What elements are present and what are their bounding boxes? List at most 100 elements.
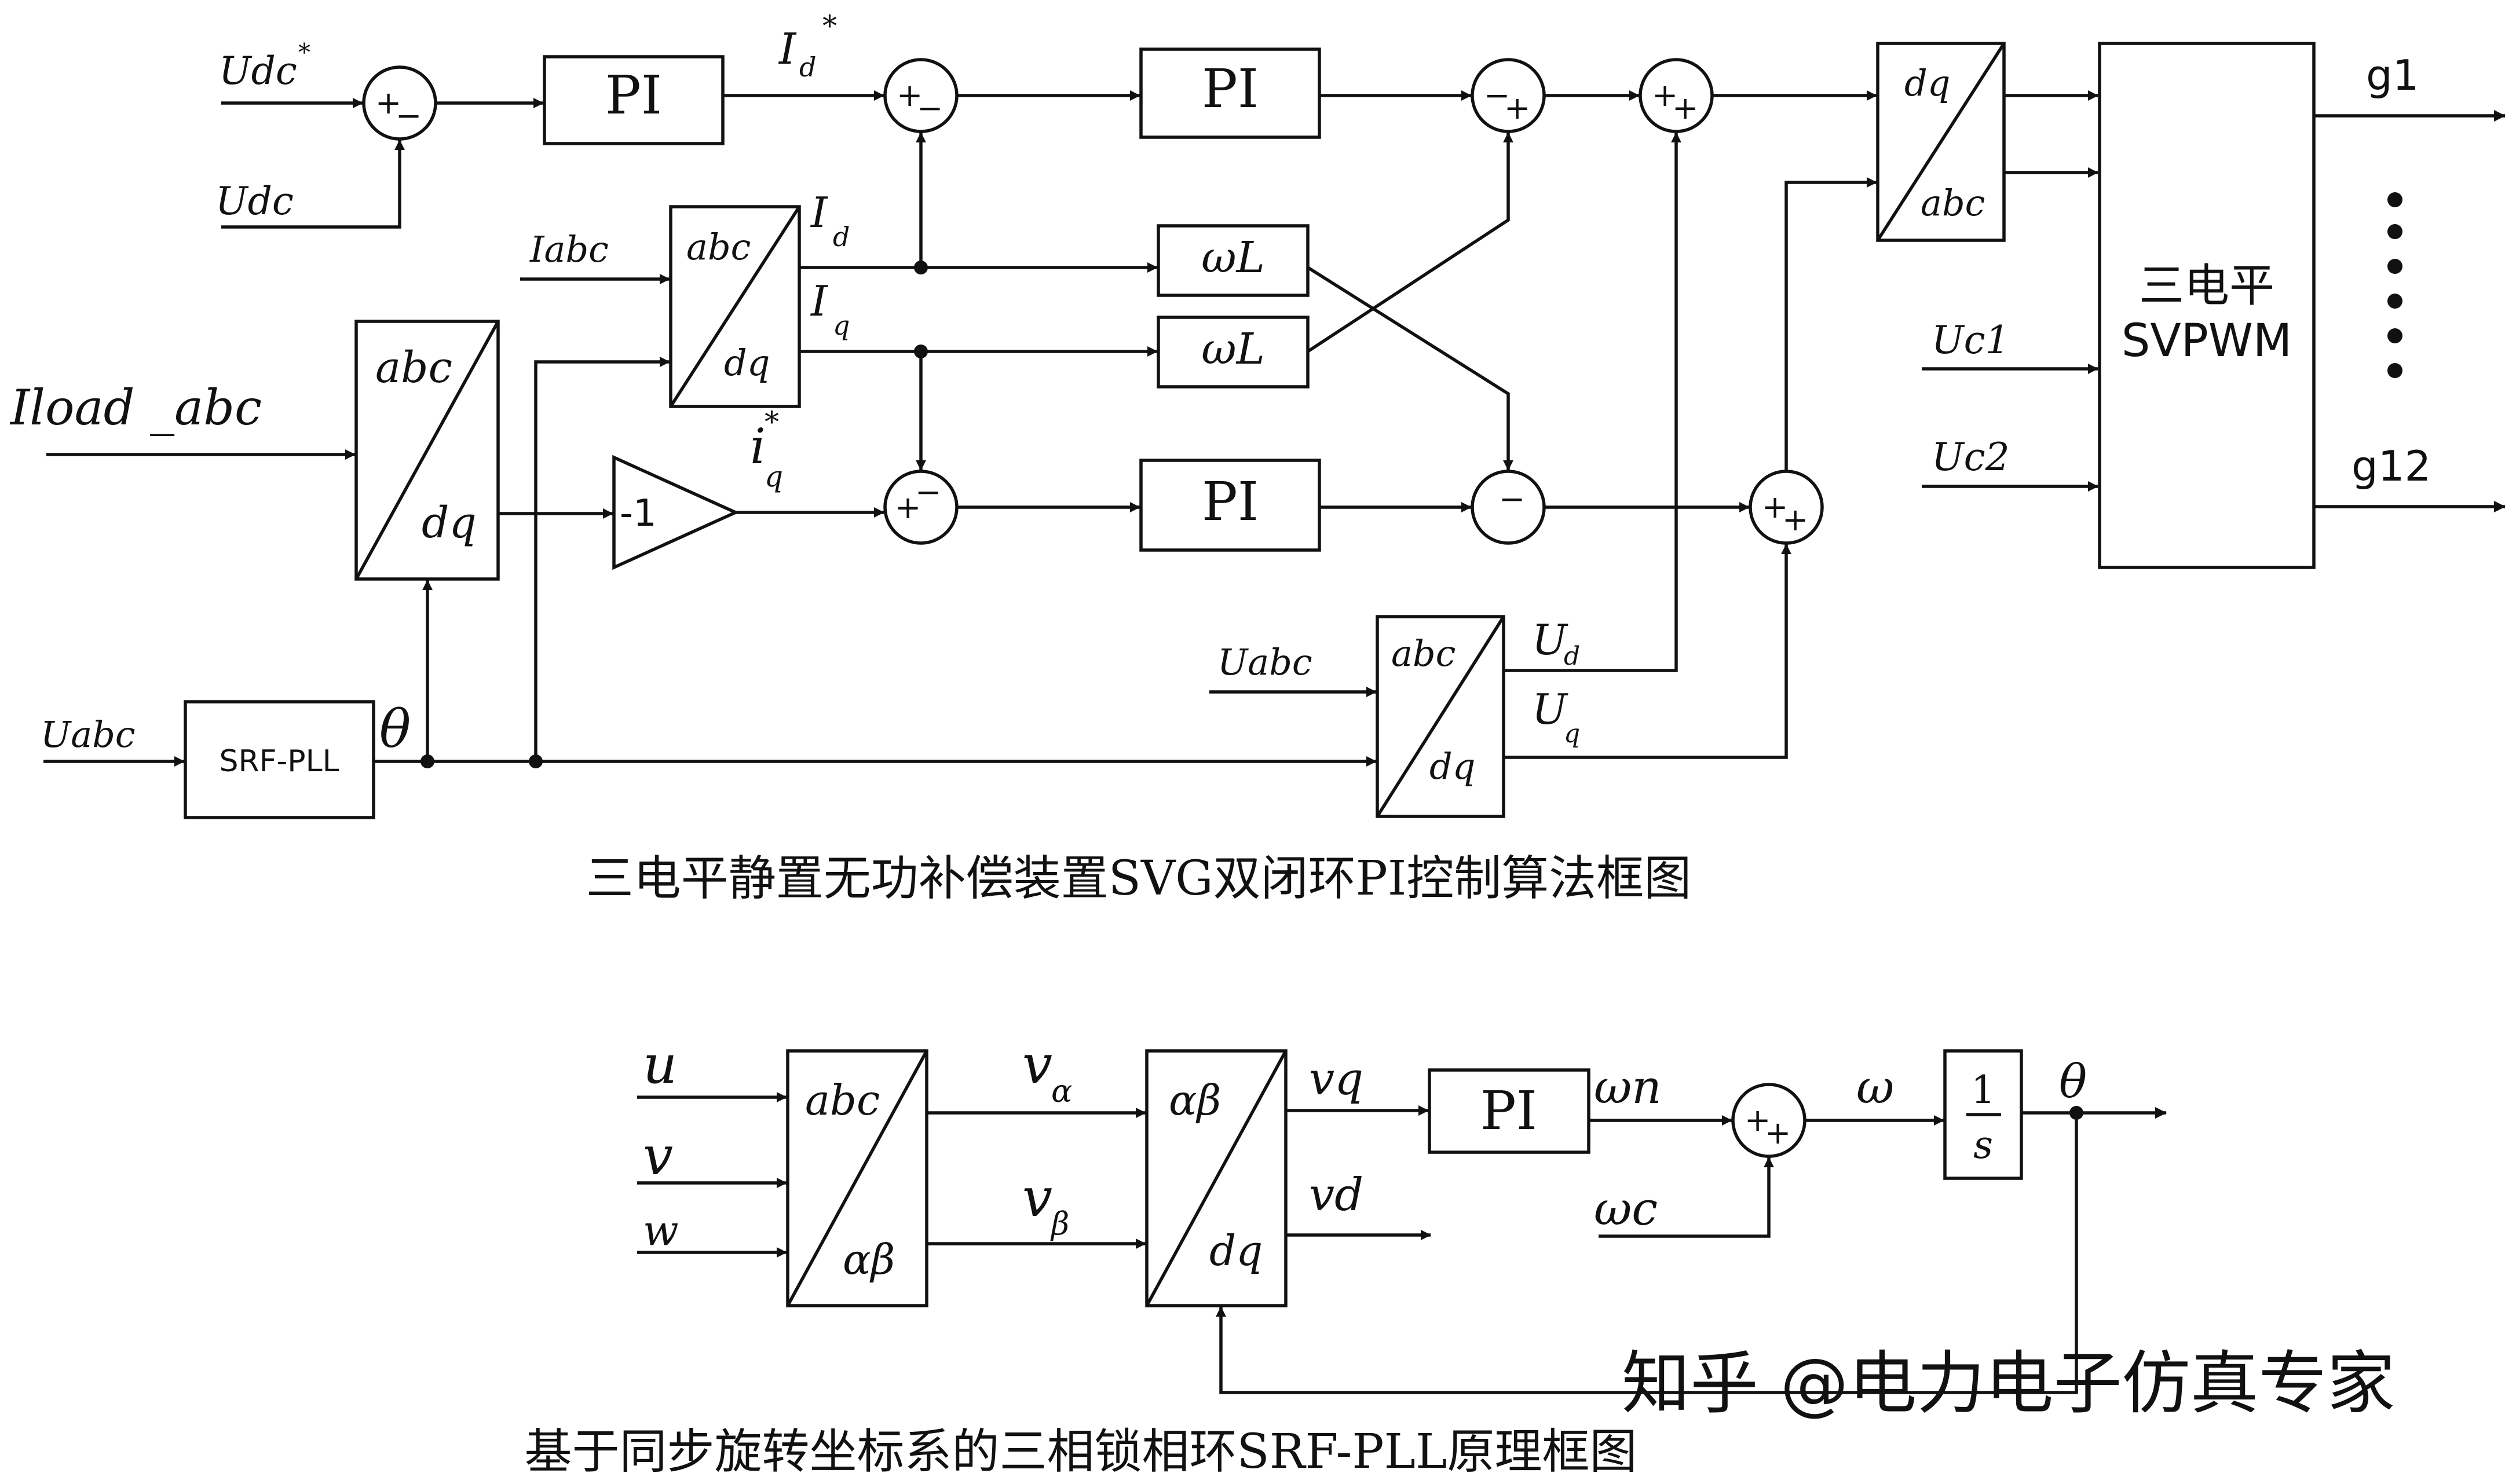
svg-text:PI: PI — [1202, 471, 1259, 533]
srf-pll-block — [184, 700, 375, 819]
pi-q-block — [1139, 459, 1321, 552]
g1-label: g1 — [2366, 51, 2419, 100]
svg-double-loop-diagram: Udc * + − Udc PI I d * + − PI − + — [9, 9, 2506, 906]
svg-text:dq: dq — [1904, 62, 1950, 104]
id-ref-label: I — [778, 24, 797, 74]
svg-text:+: + — [1504, 90, 1530, 126]
svg-text:q: q — [765, 460, 783, 493]
svg-text:PI: PI — [1480, 1080, 1537, 1142]
v-alpha-label: v — [1022, 1034, 1052, 1095]
svg-text:三电平: 三电平 — [2139, 260, 2274, 312]
svg-text:β: β — [1050, 1205, 1069, 1242]
svg-text:dq: dq — [1429, 745, 1475, 787]
svg-text:SRF-PLL: SRF-PLL — [219, 744, 339, 779]
iabc-label: Iabc — [529, 228, 609, 270]
uq-feedforward-wire — [1504, 544, 1791, 759]
input-u-label: u — [643, 1034, 677, 1095]
svg-text:SVPWM: SVPWM — [2122, 315, 2292, 367]
svg-text:PI: PI — [605, 64, 662, 126]
srf-pll-diagram: u v w abc αβ v α v β αβ dq vq vd PI ωn — [525, 1034, 2167, 1479]
svg-text:−: − — [1499, 481, 1525, 517]
svg-text:−: − — [915, 474, 941, 510]
negative-gain-block — [612, 455, 740, 570]
svg-text:abc: abc — [686, 226, 751, 268]
wl-bottom-to-sum-d — [1307, 132, 1513, 353]
svg-text:+: + — [1765, 1115, 1791, 1151]
vd-label: vd — [1309, 1169, 1363, 1221]
v-beta-label: v — [1022, 1167, 1052, 1229]
svg-text:abc: abc — [1921, 182, 1985, 224]
uc1-label: Uc1 — [1932, 318, 2010, 362]
svg-text:s: s — [1973, 1123, 1993, 1167]
uc2-label: Uc2 — [1932, 435, 2010, 479]
svg-text:q: q — [1564, 719, 1580, 749]
svg-text:+: + — [895, 489, 921, 526]
iq-label: I — [810, 277, 828, 325]
svg-text:+: + — [1745, 1102, 1771, 1138]
svg-text:d: d — [1564, 642, 1580, 671]
uq-label: U — [1532, 685, 1568, 734]
iload-label: Iload _abc — [9, 379, 262, 436]
svg-text:abc: abc — [375, 343, 452, 393]
top-caption: 三电平静置无功补偿装置SVG双闭环PI控制算法框图 — [586, 851, 1691, 906]
wl-top-to-sum-q — [1307, 266, 1513, 471]
uabc-ud-label: Uabc — [1217, 641, 1312, 683]
svg-text:dq: dq — [724, 342, 770, 384]
svg-text:+: + — [1652, 77, 1678, 113]
svg-text:q: q — [833, 310, 850, 341]
theta-label: θ — [379, 699, 411, 760]
svg-text:PI: PI — [1202, 58, 1259, 120]
ud-label: U — [1532, 615, 1568, 664]
uabc-pll-label: Uabc — [41, 713, 136, 756]
theta-feedback-wire — [1216, 1113, 2078, 1394]
udc-ref-label: Udc — [219, 49, 297, 93]
input-w-label: w — [643, 1206, 679, 1255]
svg-text:α: α — [1051, 1073, 1072, 1109]
svg-text:*: * — [822, 9, 837, 43]
pi-dc-block — [543, 55, 725, 145]
svpwm-block — [2098, 42, 2316, 569]
svg-text:αβ: αβ — [843, 1235, 895, 1284]
svg-text:+: + — [1782, 501, 1808, 538]
svg-text:abc: abc — [1391, 632, 1456, 675]
udc-feedback-wire — [221, 140, 405, 229]
svg-text:αβ: αβ — [1169, 1076, 1221, 1124]
wc-label: ωc — [1594, 1182, 1658, 1236]
svg-text:d: d — [833, 221, 850, 252]
output-ellipsis — [2387, 192, 2402, 378]
bottom-caption: 基于同步旋转坐标系的三相锁相环SRF-PLL原理框图 — [525, 1424, 1637, 1479]
udc-ref-star: * — [298, 38, 310, 67]
svg-text:−: − — [1484, 77, 1510, 113]
wn-label: ωn — [1594, 1060, 1662, 1114]
vq-label: vq — [1309, 1053, 1363, 1105]
wl-block-top — [1157, 224, 1310, 297]
svg-text:−: − — [917, 90, 943, 126]
svg-text:1: 1 — [1971, 1068, 1995, 1112]
svg-text:+: + — [897, 77, 923, 113]
svg-text:dq: dq — [422, 498, 477, 548]
svg-text:+: + — [1672, 90, 1698, 126]
svg-text:ωL: ωL — [1201, 233, 1264, 283]
pi-d-block — [1139, 47, 1321, 139]
pll-theta-label: θ — [2059, 1054, 2087, 1108]
id-label: I — [810, 188, 828, 237]
watermark: 知乎 @电力电子仿真专家 — [1622, 1343, 2396, 1423]
g12-label: g12 — [2352, 442, 2431, 490]
svg-text:−: − — [396, 97, 422, 134]
svg-text:-1: -1 — [620, 492, 657, 535]
wl-block-bottom — [1157, 316, 1310, 389]
w-label: ω — [1856, 1060, 1894, 1114]
svg-text:dq: dq — [1209, 1226, 1263, 1275]
udc-label: Udc — [215, 179, 294, 223]
input-v-label: v — [643, 1125, 673, 1187]
pll-pi-block — [1428, 1068, 1590, 1154]
iq-ref-label: i — [750, 418, 766, 475]
svg-text:d: d — [799, 52, 816, 83]
svg-text:*: * — [765, 405, 779, 439]
svg-text:+: + — [375, 85, 401, 121]
svg-text:+: + — [1762, 489, 1788, 525]
svg-text:abc: abc — [805, 1076, 880, 1124]
ud-feedforward-wire — [1504, 132, 1681, 672]
svg-text:ωL: ωL — [1201, 324, 1264, 374]
